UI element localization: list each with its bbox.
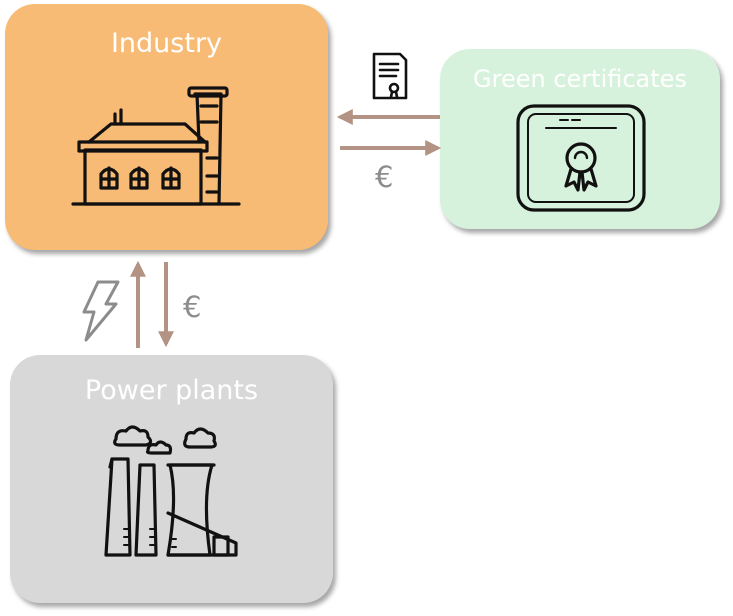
payment-to-green-label: € bbox=[375, 160, 394, 194]
green-certificates-node: Green certificates bbox=[440, 49, 720, 229]
payment-to-power-label: € bbox=[183, 290, 202, 324]
factory-icon bbox=[71, 86, 241, 206]
power-plant-icon bbox=[104, 425, 238, 557]
power-plants-node: Power plants bbox=[10, 355, 333, 603]
document-icon bbox=[372, 52, 408, 100]
power-plants-title: Power plants bbox=[84, 375, 259, 406]
industry-title: Industry bbox=[110, 28, 223, 59]
green-certificates-title: Green certificates bbox=[473, 65, 687, 93]
lightning-icon bbox=[82, 280, 120, 342]
certificate-icon bbox=[516, 104, 646, 212]
industry-node: Industry bbox=[5, 4, 328, 250]
